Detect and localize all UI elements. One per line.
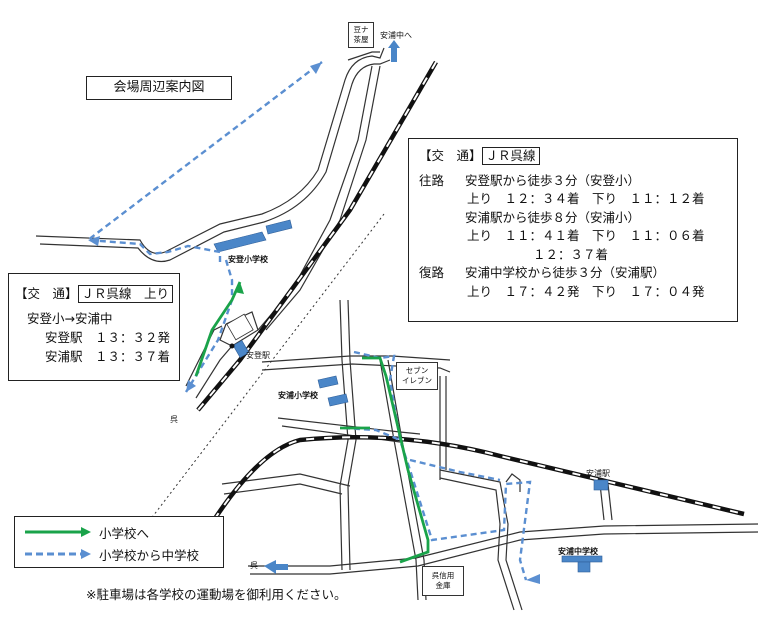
road-town-12 (223, 483, 343, 495)
info-main-header-prefix: 【交 通】 (419, 148, 482, 163)
route-blue-north (84, 61, 323, 262)
rail-south-dash (213, 436, 745, 521)
info-left-row-1: 安登駅 １３：３２発 (45, 330, 171, 345)
info-left-header-prefix: 【交 通】 (15, 286, 78, 301)
transport-info-main: 【交 通】ＪＲ呉線 往路 安登駅から徒歩３分（安登小） 上り １２：３４着 下り １… (408, 138, 738, 322)
legend: 小学校へ 小学校から中学校 (14, 516, 224, 568)
ato-school-building-1 (213, 231, 267, 253)
info-main-row: 上り １７：４２発 下り １７：０４発 (419, 283, 727, 302)
road-town-7 (347, 359, 357, 571)
ato-station-building (232, 340, 250, 358)
info-main-row-text: 安登駅から徒歩３分（安登小） (465, 172, 641, 188)
info-main-row: １２：３７着 (419, 246, 727, 265)
route-blue-town (353, 350, 532, 581)
yasuura-school-building-2 (327, 393, 349, 407)
tofu-chaya-label: 豆ナ茶屋 (348, 22, 374, 48)
yasuura-school-label: 安浦小学校 (278, 391, 318, 400)
road-town-15 (439, 469, 523, 611)
ato-platform (226, 313, 254, 341)
yasuura-station-building (593, 479, 609, 491)
railway (196, 60, 745, 522)
road-hill-loop (347, 51, 380, 61)
map-title: 会場周辺案内図 (86, 76, 232, 100)
info-main-header: 【交 通】ＪＲ呉線 (419, 147, 727, 166)
legend-blue-label: 小学校から中学校 (99, 548, 200, 563)
arrow-blue-north-end (310, 62, 322, 74)
ato-school-label: 安登小学校 (228, 255, 268, 264)
road-town-9 (379, 359, 419, 601)
road-ato-5 (219, 323, 233, 347)
rail-north-dash (197, 61, 437, 411)
road-north-inner (39, 59, 391, 263)
legend-green-arrow-icon (25, 527, 91, 537)
info-main-row-text: １２：３７着 (533, 246, 609, 262)
to-yasuura-chu-label: 安浦中へ (380, 31, 412, 40)
info-main-row: 安浦駅から徒歩８分（安浦小） (419, 209, 727, 228)
info-main-row: 復路 安浦中学校から徒歩３分（安浦駅） (419, 264, 727, 283)
info-main-row-key: 往路 (419, 172, 445, 188)
info-main-row-text: 安浦中学校から徒歩３分（安浦駅） (465, 265, 666, 280)
legend-green: 小学校へ (23, 521, 223, 543)
rail-south (212, 434, 745, 522)
yasuura-chu-building-2 (577, 561, 591, 573)
road-north-outer (35, 47, 385, 255)
buildings (213, 219, 609, 573)
road-town-17 (505, 473, 521, 492)
route-blue-town-2 (409, 458, 501, 482)
kure-label-1: 呉 (170, 415, 178, 424)
info-main-row: 上り １１：４１着 下り １１：０６着 (419, 227, 727, 246)
info-main-header-line: ＪＲ呉線 (481, 147, 540, 165)
kure-label-2: 呉 (250, 561, 258, 570)
road-town-19 (607, 483, 613, 521)
legend-green-label: 小学校へ (99, 526, 150, 541)
road-town-6 (347, 299, 351, 361)
parking-note: ※駐車場は各学校の運動場を御利用ください。 (86, 587, 347, 602)
info-left-route: 安登小→安浦中 (27, 311, 113, 326)
road-ato-6 (195, 345, 233, 399)
arrow-blue-ato (186, 380, 196, 392)
road-town-8 (339, 359, 349, 571)
road-town-1 (261, 355, 451, 363)
yasuura-station-label: 安浦駅 (586, 469, 610, 478)
transport-info-left: 【交 通】ＪＲ呉線 上り 安登小→安浦中 安登駅 １３：３２発 安浦駅 １３：３… (8, 273, 180, 381)
road-town-13 (248, 523, 758, 567)
info-main-row-text: 安浦駅から徒歩８分（安浦小） (465, 209, 641, 225)
ato-school-building-2 (265, 219, 293, 235)
route-arrows (88, 40, 540, 584)
road-town-14 (250, 531, 758, 575)
info-left-header-line: ＪＲ呉線 上り (77, 285, 174, 303)
info-main-row-key: 復路 (419, 265, 445, 280)
info-main-row-text: 上り １７：４２発 下り １７：０４発 (467, 283, 705, 299)
info-left-row-2: 安浦駅 １３：３７着 (45, 349, 171, 364)
info-main-row-text: 上り １１：４１着 下り １１：０６着 (467, 228, 705, 243)
yasuura-chu-label: 安浦中学校 (558, 547, 598, 556)
route-green-town (362, 356, 430, 564)
arrow-to-kure (264, 560, 288, 574)
info-main-rows: 往路 安登駅から徒歩３分（安登小） 上り １２：３４着 下り １１：１２着安浦駅から… (419, 172, 727, 302)
road-town-5 (339, 299, 343, 361)
seven-eleven-label: セブンイレブン (396, 362, 438, 390)
yasuura-school-building-1 (317, 375, 339, 389)
arrow-blue-chu (526, 574, 540, 584)
map-separator (149, 213, 385, 521)
road-town-16 (439, 477, 515, 611)
road-ato-7 (185, 325, 223, 387)
arrow-to-chu (388, 40, 400, 62)
info-main-row: 往路 安登駅から徒歩３分（安登小） (419, 172, 727, 191)
info-main-row: 上り １２：３４着 下り １１：１２着 (419, 190, 727, 209)
ato-station-label: 安登駅 (246, 351, 270, 360)
legend-blue-arrow-icon (25, 549, 91, 559)
ato-station-dot (229, 343, 235, 349)
shinkin-label: 呉信用金庫 (422, 566, 464, 596)
arrow-green-ato (234, 282, 244, 294)
legend-blue: 小学校から中学校 (23, 543, 223, 565)
road-town-11 (221, 473, 351, 487)
info-main-row-text: 上り １２：３４着 下り １１：１２着 (467, 191, 705, 206)
info-left-header: 【交 通】ＪＲ呉線 上り (15, 284, 174, 303)
road-ato-1 (265, 65, 381, 331)
arrow-blue-left (88, 236, 100, 246)
